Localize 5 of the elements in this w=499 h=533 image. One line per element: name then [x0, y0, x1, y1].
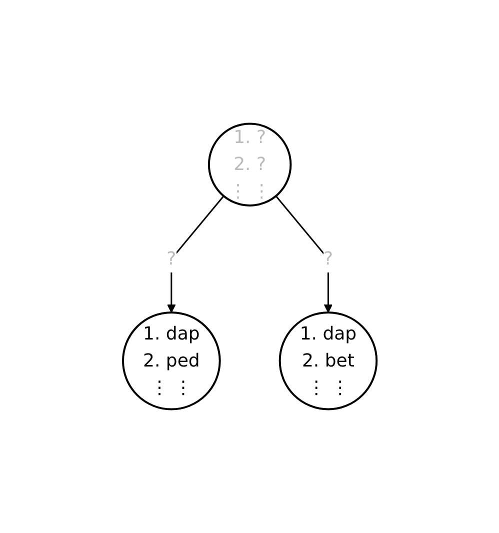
- edge-label: ?: [166, 248, 176, 270]
- node-circle: 1. dap 2. ped ⋮ ⋮: [122, 311, 221, 410]
- node-circle: 1. ? 2. ? ⋮ ⋮: [208, 122, 292, 206]
- node-circle: 1. dap 2. bet ⋮ ⋮: [278, 311, 378, 410]
- edge-label: ?: [323, 248, 333, 270]
